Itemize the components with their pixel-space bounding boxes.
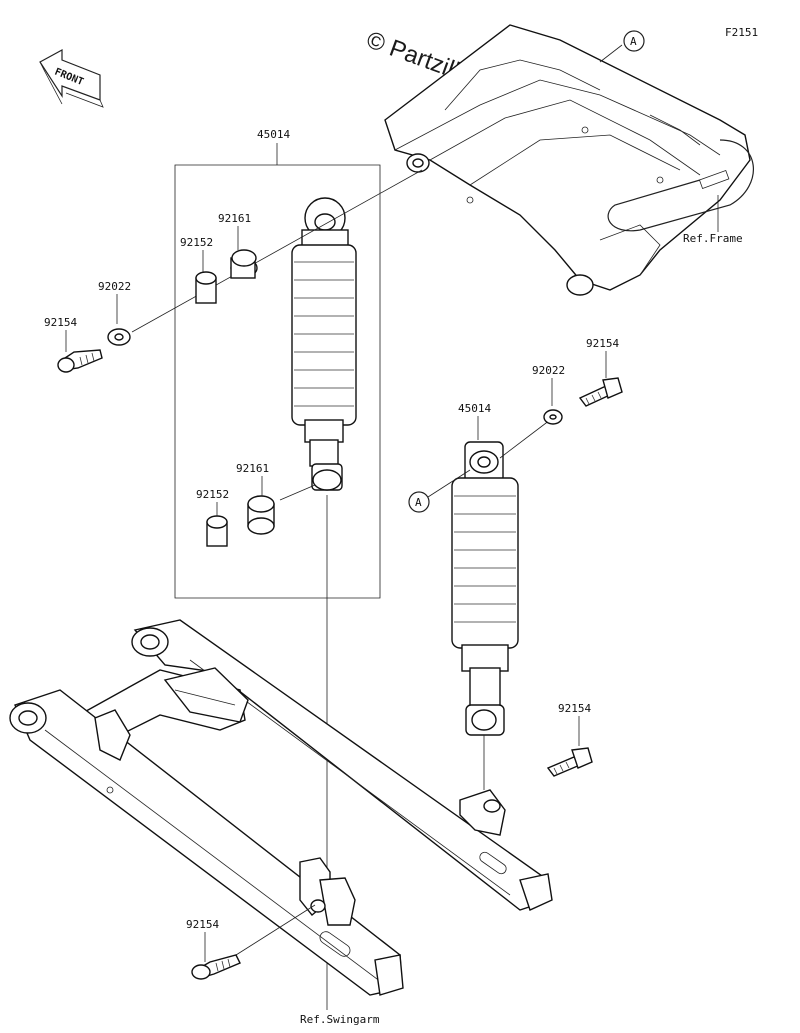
bolt-92154-lower-left [191, 954, 241, 980]
washer-92022-right [543, 409, 563, 425]
ref-swingarm-label: Ref.Swingarm [300, 1013, 380, 1026]
front-label: FRONT [53, 67, 85, 88]
part-number-washer-left: 92022 [98, 280, 131, 293]
shock-absorber-left [291, 197, 357, 491]
callout-a-right-leader [427, 469, 471, 498]
washer-92022-left [107, 328, 131, 346]
part-number-bolt-upper-left: 92154 [44, 316, 77, 329]
part-number-bolt-lower-right: 92154 [558, 702, 591, 715]
collar-92161-lower [247, 495, 275, 535]
ref-frame-label: Ref.Frame [683, 232, 743, 245]
part-number-bushing-lower: 92152 [196, 488, 229, 501]
callout-a-top-leader [599, 44, 623, 63]
callout-a-top [623, 30, 645, 52]
callout-a-right-text: A [415, 496, 422, 509]
figure-code: F2151 [725, 26, 758, 39]
callout-a-right [408, 491, 430, 513]
part-number-shock-right: 45014 [458, 402, 491, 415]
callout-a-top-text: A [630, 35, 637, 48]
part-number-collar-lower: 92161 [236, 462, 269, 475]
upper-left-axis-line [131, 169, 423, 333]
bolt-92154-upper-right [578, 377, 623, 407]
shock-absorber-right [451, 441, 519, 736]
bolt-92154-upper-left [57, 349, 103, 373]
frame-assembly [384, 24, 754, 296]
part-number-bushing-upper: 92152 [180, 236, 213, 249]
bolt-92154-lower-right [546, 747, 593, 777]
part-number-shock-left: 45014 [257, 128, 290, 141]
collar-92161-upper [230, 249, 258, 279]
part-number-bolt-upper-right: 92154 [586, 337, 619, 350]
swingarm-assembly [9, 619, 553, 996]
shock-left-kit-bracket [174, 164, 381, 599]
part-number-bolt-lower-left: 92154 [186, 918, 219, 931]
front-arrow-icon: FRONT [39, 48, 104, 108]
part-number-collar-upper: 92161 [218, 212, 251, 225]
bushing-92152-lower [206, 515, 228, 547]
bushing-92152-upper [195, 271, 217, 304]
part-number-washer-right: 92022 [532, 364, 565, 377]
